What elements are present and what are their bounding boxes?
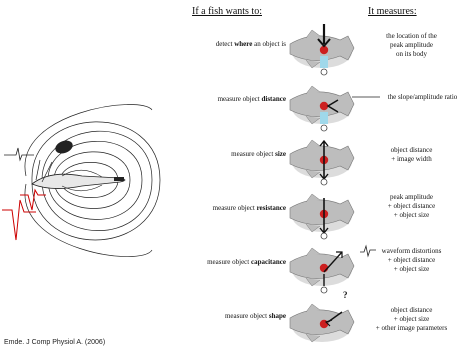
fish-tail-organ (114, 177, 124, 181)
pointer-line-row-2 (352, 92, 382, 102)
image-column (320, 112, 328, 124)
task-row-4: measure object resistance (160, 204, 286, 212)
fish-icon-row-1 (290, 24, 354, 75)
task-row-6: measure object shape (160, 312, 286, 320)
fish-icon-row-6 (290, 304, 354, 342)
fish-icon-row-3 (290, 140, 354, 185)
fish-icon-row-5 (290, 248, 354, 293)
fish-icon-row-2 (290, 86, 354, 131)
measure-row-6: object distance+ object size+ other imag… (364, 306, 459, 333)
measure-row-3: object distance+ image width (364, 146, 459, 164)
header-right: It measures: (368, 6, 417, 17)
task-row-3: measure object size (160, 150, 286, 158)
header-left: If a fish wants to: (192, 6, 262, 17)
fish-body (32, 174, 125, 188)
measure-row-4: peak amplitude+ object distance+ object … (364, 193, 459, 220)
fish-field-diagram (2, 100, 162, 270)
waveform-black (4, 148, 34, 160)
task-row-5: measure object capacitance (160, 258, 286, 266)
question-mark: ? (343, 290, 348, 300)
fish-icon-row-4 (290, 194, 354, 239)
task-row-1: detect where an object is (160, 40, 286, 48)
image-column (320, 56, 328, 68)
citation: Emde. J Comp Physiol A. (2006) (4, 339, 105, 346)
measure-row-5: waveform distortions+ object distance+ o… (364, 247, 459, 274)
task-row-2: measure object distance (160, 95, 286, 103)
waveform-distortion-icon (360, 244, 376, 258)
fish-icon-column (284, 20, 374, 350)
measure-row-2: the slope/amplitude ratio (380, 93, 465, 102)
object-rock (53, 138, 74, 155)
